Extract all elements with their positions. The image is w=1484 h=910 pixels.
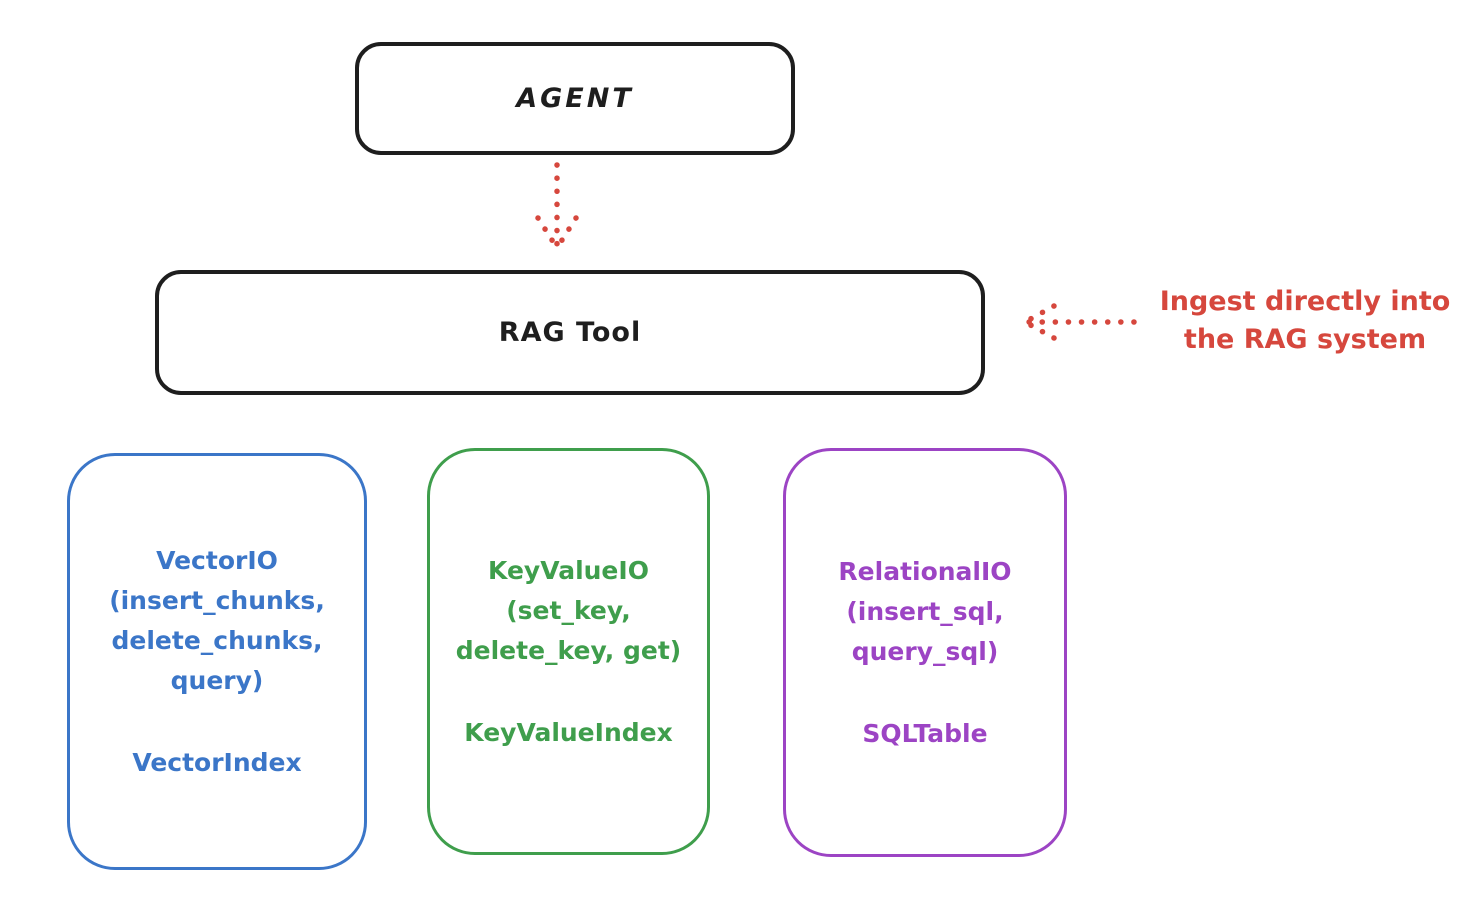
key-value-io-title: KeyValueIO	[488, 555, 649, 585]
vector-io-title: VectorIO	[156, 545, 278, 575]
ingest-annotation: Ingest directly into the RAG system	[1135, 283, 1475, 359]
left-arrow-icon	[1022, 303, 1137, 341]
key-value-io-methods-line2: delete_key, get)	[455, 635, 682, 665]
vector-io-methods-line3: query)	[170, 665, 264, 695]
down-arrow-icon	[535, 162, 579, 251]
key-value-io-methods-line1: (set_key,	[506, 595, 631, 625]
vector-index-label: VectorIndex	[132, 747, 302, 777]
agent-label: AGENT	[516, 83, 634, 114]
vector-io-node: VectorIO (insert_chunks, delete_chunks, …	[67, 453, 367, 870]
relational-io-methods-line1: (insert_sql,	[846, 596, 1004, 626]
vector-io-methods-line1: (insert_chunks,	[109, 585, 325, 615]
sql-table-label: SQLTable	[862, 718, 988, 748]
relational-io-title: RelationalIO	[838, 556, 1012, 586]
rag-tool-label: RAG Tool	[498, 317, 642, 348]
vector-io-methods-line2: delete_chunks,	[111, 625, 323, 655]
relational-io-node: RelationalIO (insert_sql, query_sql) SQL…	[783, 448, 1067, 857]
agent-node: AGENT	[355, 42, 795, 155]
ingest-annotation-line2: the RAG system	[1183, 324, 1427, 355]
key-value-io-node: KeyValueIO (set_key, delete_key, get) Ke…	[427, 448, 710, 855]
rag-tool-node: RAG Tool	[155, 270, 985, 395]
key-value-index-label: KeyValueIndex	[464, 717, 673, 747]
relational-io-methods-line2: query_sql)	[851, 636, 999, 666]
ingest-annotation-line1: Ingest directly into	[1159, 286, 1451, 317]
